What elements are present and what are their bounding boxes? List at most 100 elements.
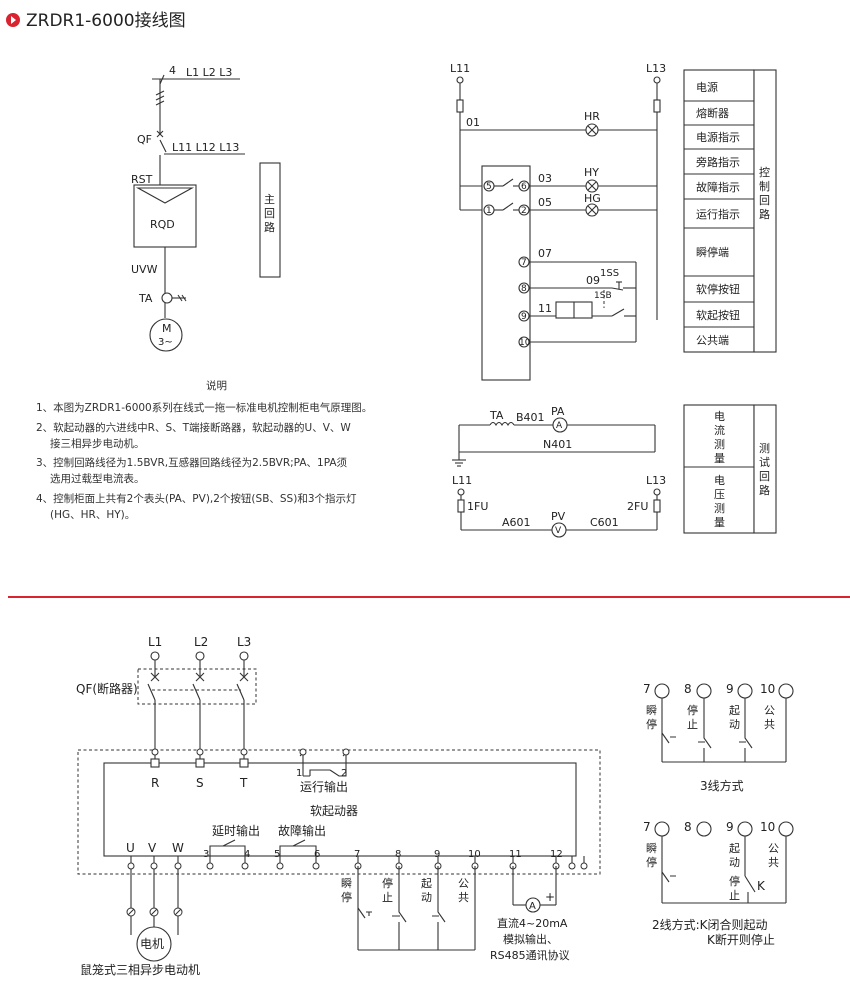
three-wire-diagram: 7 8 9 10 瞬 停 停 止 起 动 公 共 3线方式 — [643, 682, 794, 793]
ctrl-legend-item: 电源指示 — [696, 130, 740, 144]
ctrl-fuse-right-icon — [653, 99, 661, 113]
num-8: 8 — [395, 849, 401, 860]
term-7: 7 — [521, 258, 527, 268]
meas-legend-char: 电 — [714, 474, 725, 487]
rqd-label: RQD — [150, 218, 175, 231]
meas-side-char: 路 — [759, 484, 770, 497]
ctrl-legend-item: 软停按钮 — [696, 282, 740, 296]
twowire-sw: 停 — [729, 874, 740, 888]
ta-coil-icon — [161, 292, 173, 304]
meas-l11: L11 — [452, 474, 472, 487]
meas-legend-char: 电 — [714, 410, 725, 423]
tw-num-7: 7 — [643, 682, 651, 696]
ctrl-legend-item: 公共端 — [696, 334, 729, 347]
ctrl-n07: 07 — [538, 247, 552, 260]
analog-caption-2: 模拟输出、 — [503, 932, 558, 946]
twowire-c10: 共 — [768, 856, 779, 869]
ctrl-legend-item: 瞬停端 — [696, 245, 729, 259]
twowire-c9: 动 — [729, 856, 740, 869]
fault-output-label: 故障输出 — [278, 823, 326, 838]
qf-breaker-box — [137, 668, 257, 705]
delay-output-label: 延时输出 — [212, 823, 260, 838]
qf-label: QF — [137, 133, 152, 146]
tw-c7: 停 — [646, 717, 657, 731]
num-10: 10 — [468, 849, 481, 860]
main-top-num: 4 — [169, 64, 176, 77]
twowire-k: K — [757, 879, 766, 893]
note-item: 1、本图为ZRDR1-6000系列在线式一拖一标准电机控制柜电气原理图。 — [36, 400, 436, 416]
wiring-t1: 1 — [296, 768, 302, 779]
meas-ta: TA — [489, 409, 504, 422]
note-line-cont: 接三相异步电动机。 — [50, 437, 145, 450]
ctrl-legend-item: 故障指示 — [696, 180, 740, 194]
twowire-num-10: 10 — [760, 820, 775, 834]
ctrl-legend-item: 旁路指示 — [696, 155, 740, 169]
meas-side-char: 回 — [759, 470, 770, 483]
btn-stop-char: 停 — [382, 876, 393, 890]
main-loop-char: 主 — [264, 193, 275, 206]
main-loop-label-box — [259, 162, 281, 278]
ctrl-legend-item: 电源 — [696, 80, 718, 94]
term-1: 1 — [486, 206, 492, 216]
meas-fu1: 1FU — [467, 500, 488, 513]
fu2-icon — [653, 499, 661, 513]
meas-pv: PV — [551, 510, 566, 523]
wiring-t2: 2 — [341, 768, 347, 779]
qf-out-lines: L11 L12 L13 — [172, 141, 239, 154]
main-loop-char: 路 — [264, 221, 275, 234]
rst-label: RST — [131, 173, 153, 186]
tw-c9: 动 — [729, 718, 740, 731]
ctrl-n11: 11 — [538, 302, 552, 315]
meas-pa: PA — [551, 405, 565, 418]
twowire-num-9: 9 — [726, 820, 734, 834]
tw-c9: 起 — [729, 704, 740, 717]
wiring-l3: L3 — [237, 635, 251, 649]
plus-sign: + — [545, 890, 555, 904]
main-loop-char: 回 — [264, 207, 275, 220]
ctrl-n09: 09 — [586, 274, 600, 287]
num-5: 5 — [274, 849, 280, 860]
num-9: 9 — [434, 849, 440, 860]
term-5: 5 — [486, 182, 492, 192]
meas-n401: N401 — [543, 438, 572, 451]
ss-label: 1SS — [600, 268, 619, 279]
term-9: 9 — [521, 312, 527, 322]
notes-heading: 说明 — [206, 380, 227, 392]
tw-num-8: 8 — [684, 682, 692, 696]
meas-b401: B401 — [516, 411, 545, 424]
ctrl-side-label-box — [753, 69, 777, 353]
hr-label: HR — [584, 110, 600, 123]
hg-label: HG — [584, 192, 601, 205]
rqd-box — [133, 184, 197, 248]
meas-legend-char: 流 — [714, 423, 725, 437]
meas-legend-char: 压 — [714, 488, 725, 501]
note-line-cont: (HG、HR、HY)。 — [50, 508, 136, 521]
term-10: 10 — [519, 338, 531, 348]
meas-legend-char: 测 — [714, 438, 725, 451]
tw-c10: 公 — [764, 704, 775, 717]
wiring-s: S — [196, 776, 204, 790]
motor-icon — [136, 926, 172, 962]
two-wire-caption-2: K断开则停止 — [707, 932, 775, 947]
btn-stop-char: 止 — [382, 891, 393, 904]
analog-caption-3: RS485通讯协议 — [490, 948, 570, 962]
soft-starter-label: 软起动器 — [310, 804, 358, 818]
wiring-v: V — [148, 841, 157, 855]
twowire-c7: 停 — [646, 855, 657, 869]
num-6: 6 — [314, 849, 320, 860]
three-wire-caption: 3线方式 — [700, 778, 744, 793]
note-item: 4、控制柜面上共有2个表头(PA、PV),2个按钮(SB、SS)和3个指示灯 (… — [36, 491, 436, 524]
ctrl-l11: L11 — [450, 62, 470, 75]
motor-main-icon — [149, 318, 183, 352]
note-line-cont: 选用过载型电流表。 — [50, 473, 145, 486]
wiring-l2: L2 — [194, 635, 208, 649]
main-top-lines: L1 L2 L3 — [186, 66, 232, 79]
motor-main-sub: 3~ — [158, 337, 173, 348]
twowire-c10: 公 — [768, 842, 779, 855]
ctrl-legend-item: 运行指示 — [696, 207, 740, 221]
tw-c8: 停 — [687, 703, 698, 717]
twowire-c9: 起 — [729, 842, 740, 855]
motor-main-label: M — [162, 322, 172, 335]
motor-label: 电机 — [140, 937, 164, 951]
